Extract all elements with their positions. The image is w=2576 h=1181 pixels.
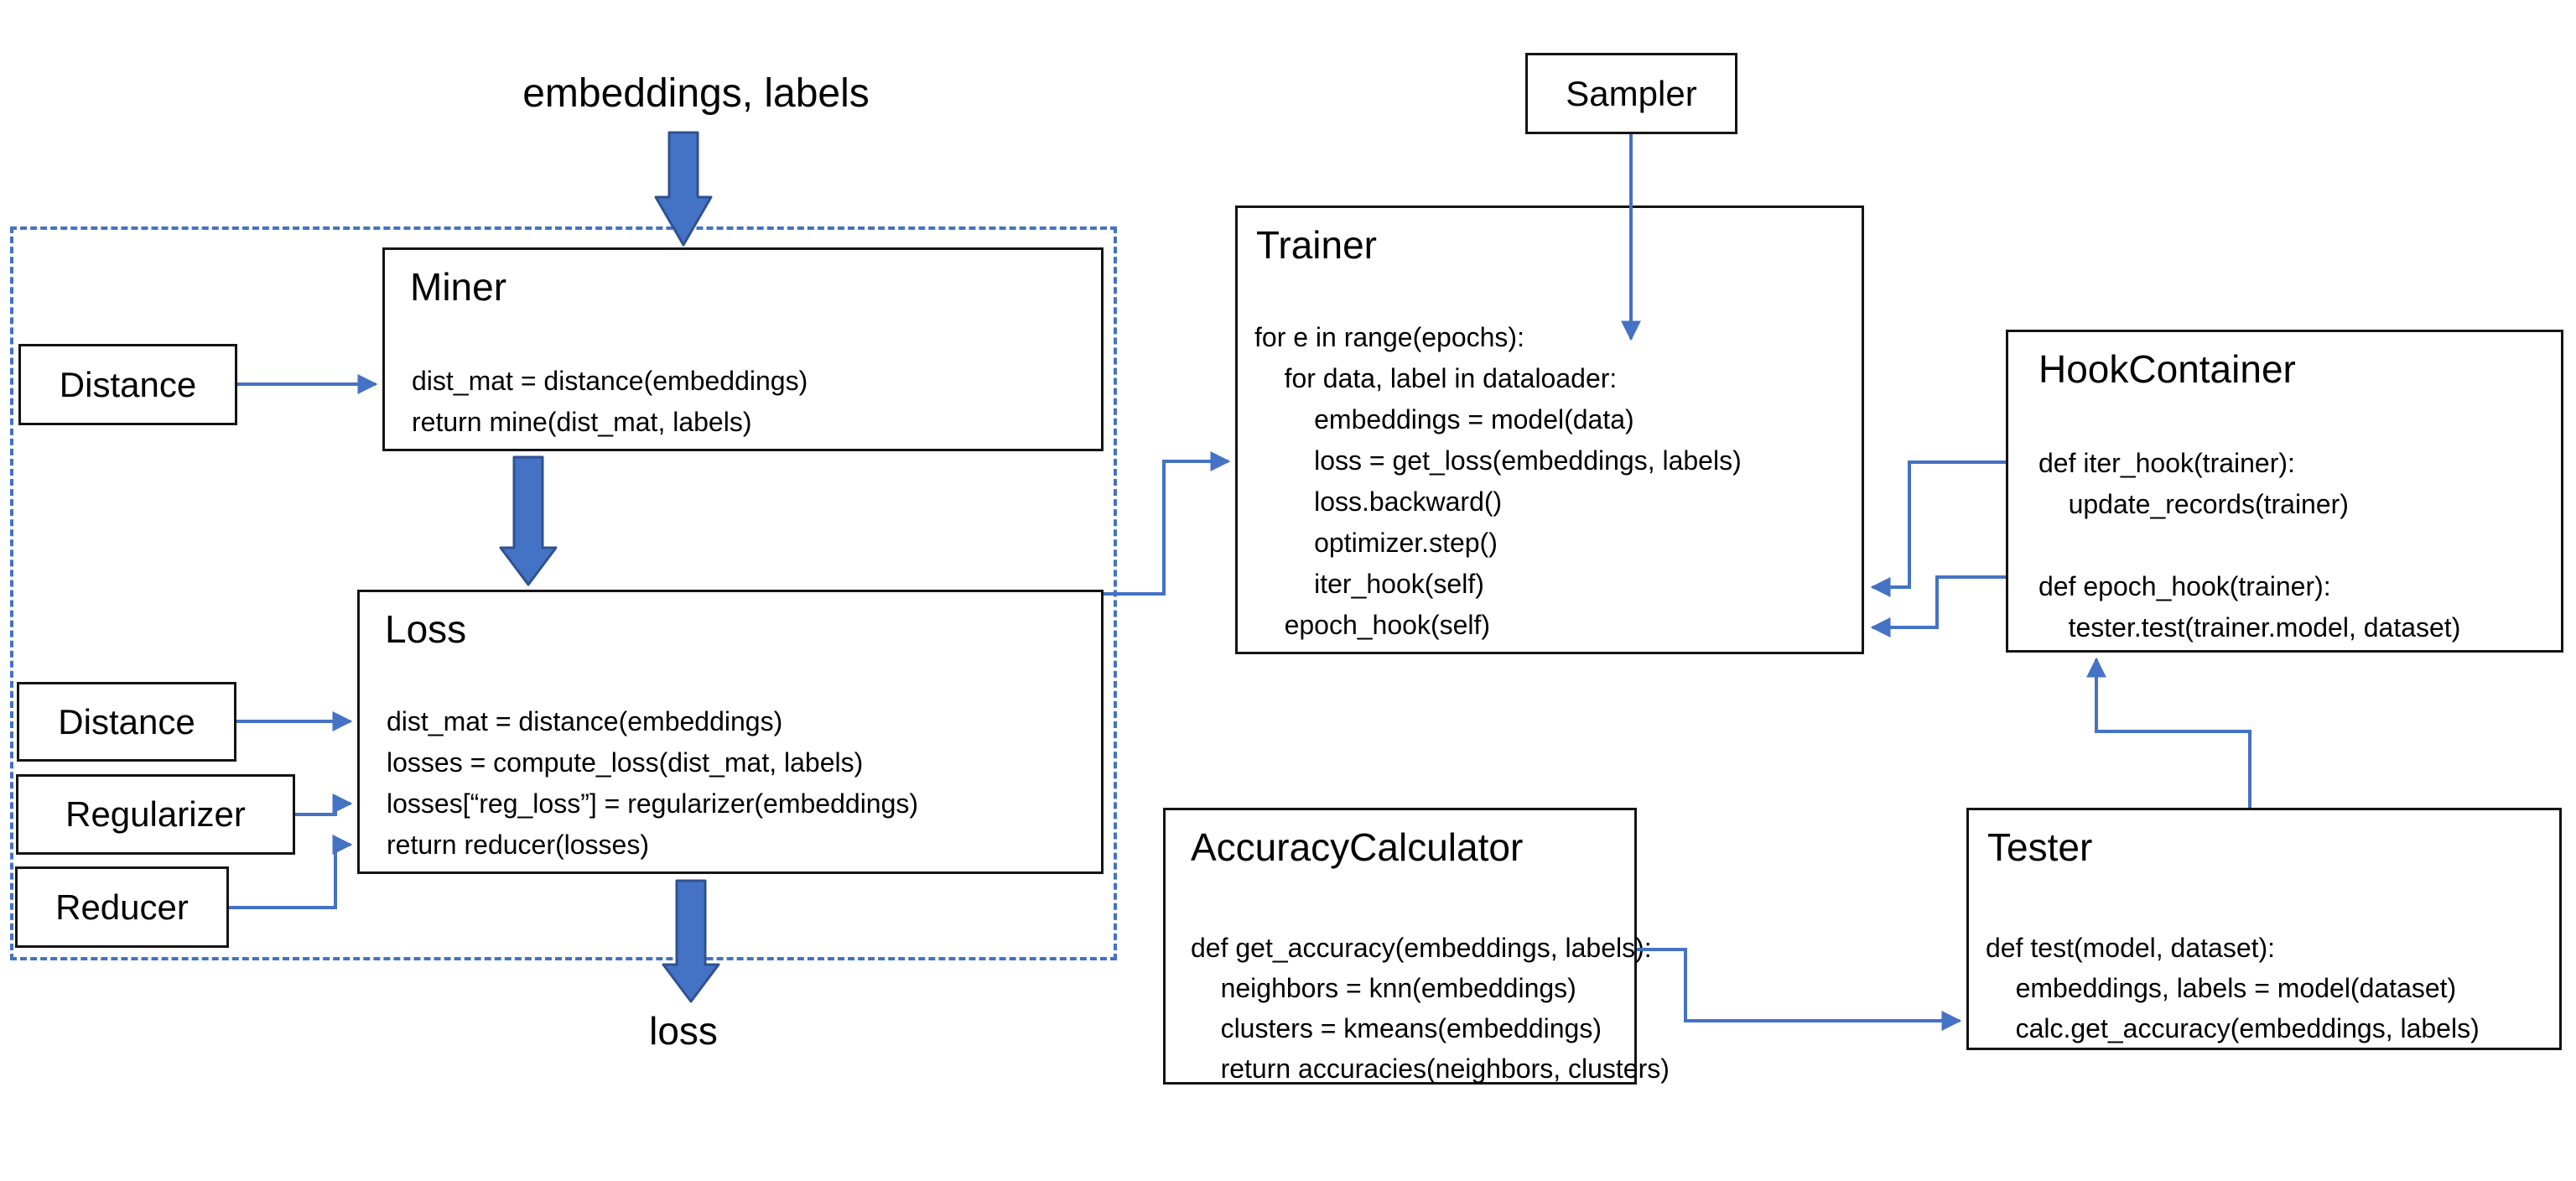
code-line: def test(model, dataset): [1986,933,2276,963]
miner-box: Miner dist_mat = distance(embeddings) re… [382,247,1104,451]
arrow-accuracy-calculator-to-tester [1637,948,1962,1031]
code-line: embeddings, labels = model(dataset) [1986,973,2457,1003]
distance-top-label: Distance [59,364,197,404]
code-line: for e in range(epochs): [1254,322,1524,352]
code-line: def iter_hook(trainer): [2038,448,2295,478]
regularizer-box: Regularizer [16,774,295,855]
sampler-box: Sampler [1525,53,1737,134]
accuracy-calculator-box: AccuracyCalculator def get_accuracy(embe… [1163,808,1670,1085]
hook-container-code: def iter_hook(trainer): update_records(t… [2038,443,2460,648]
code-line: update_records(trainer) [2038,489,2349,519]
distance-bottom-box: Distance [17,682,236,762]
code-line: tester.test(trainer.model, dataset) [2038,612,2461,643]
code-line: for data, label in dataloader: [1254,363,1618,393]
accuracy-calculator-code: def get_accuracy(embeddings, labels): ne… [1191,928,1670,1089]
code-line: dist_mat = distance(embeddings) [412,366,808,396]
code-line: return mine(dist_mat, labels) [412,407,752,437]
arrow-iter-hook-to-trainer [1870,460,2006,597]
code-line: iter_hook(self) [1254,569,1484,599]
code-line: calc.get_accuracy(embeddings, labels) [1986,1013,2480,1043]
arrow-tester-to-hook-container [2086,657,2251,808]
code-line: neighbors = knn(embeddings) [1191,973,1576,1003]
loss-code: dist_mat = distance(embeddings) losses =… [387,701,918,866]
code-line: epoch_hook(self) [1254,610,1491,640]
code-line: def epoch_hook(trainer): [2038,571,2331,601]
code-line: embeddings = model(data) [1254,404,1634,434]
input-label: embeddings, labels [522,71,870,116]
arrow-loss-to-trainer [1104,451,1231,596]
trainer-code: for e in range(epochs): for data, label … [1254,317,1742,646]
sampler-label: Sampler [1566,73,1697,113]
loss-title: Loss [385,607,467,651]
reducer-label: Reducer [55,887,189,927]
code-line: clusters = kmeans(embeddings) [1191,1013,1602,1043]
code-line: losses[“reg_loss”] = regularizer(embeddi… [387,788,919,819]
hook-container-box: HookContainer def iter_hook(trainer): up… [2006,330,2563,653]
hook-container-title: HookContainer [2038,347,2296,391]
trainer-title: Trainer [1256,223,1377,267]
reducer-box: Reducer [15,866,229,948]
code-line: losses = compute_loss(dist_mat, labels) [387,747,864,778]
tester-title: Tester [1987,825,2093,869]
code-line: return reducer(losses) [387,830,649,860]
distance-top-box: Distance [18,344,237,425]
code-line: return accuracies(neighbors, clusters) [1191,1054,1670,1084]
code-line: dist_mat = distance(embeddings) [387,706,783,736]
code-line: optimizer.step() [1254,528,1498,558]
accuracy-calculator-title: AccuracyCalculator [1191,825,1524,869]
regularizer-label: Regularizer [65,794,246,834]
distance-bottom-label: Distance [58,701,195,741]
code-line: loss.backward() [1254,486,1503,517]
code-line: def get_accuracy(embeddings, labels): [1191,933,1652,963]
code-line: loss = get_loss(embeddings, labels) [1254,445,1742,476]
arrow-epoch-hook-to-trainer [1870,575,2006,637]
miner-title: Miner [410,265,507,309]
miner-code: dist_mat = distance(embeddings) return m… [412,361,808,443]
trainer-box: Trainer for e in range(epochs): for data… [1235,206,1864,654]
tester-code: def test(model, dataset): embeddings, la… [1986,928,2480,1048]
loss-box: Loss dist_mat = distance(embeddings) los… [357,590,1104,874]
output-loss-label: loss [649,1009,718,1053]
code-line [2038,525,2460,566]
tester-box: Tester def test(model, dataset): embeddi… [1966,808,2562,1050]
